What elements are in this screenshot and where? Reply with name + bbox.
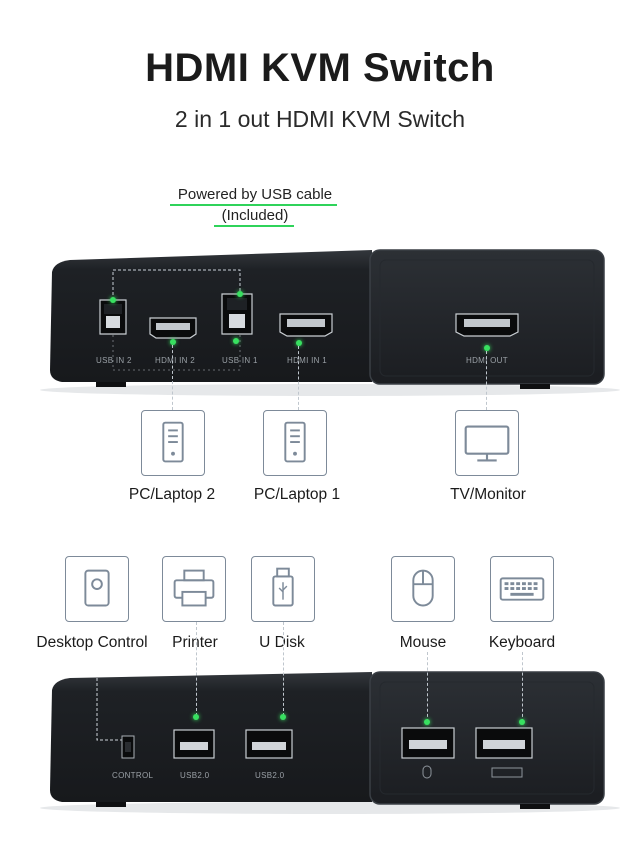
connector-line xyxy=(196,622,198,716)
indicator-dot xyxy=(424,719,430,725)
label-pc-laptop-2: PC/Laptop 2 xyxy=(128,486,216,503)
power-note-underline xyxy=(170,204,337,206)
indicator-dot xyxy=(170,339,176,345)
connector-line xyxy=(283,622,285,716)
label-udisk: U Disk xyxy=(259,634,305,651)
label-printer: Printer xyxy=(172,634,218,651)
label-desktop-control: Desktop Control xyxy=(36,634,148,651)
page-title: HDMI KVM Switch xyxy=(145,46,495,90)
label-keyboard: Keyboard xyxy=(488,634,556,651)
connector-line xyxy=(298,346,300,410)
power-note-underline-2 xyxy=(214,225,294,227)
pc-tower-icon xyxy=(284,421,306,463)
indicator-dot xyxy=(110,297,116,303)
label-pc-laptop-1: PC/Laptop 1 xyxy=(253,486,341,503)
printer-icon xyxy=(173,569,215,607)
desktop-control-icon-box xyxy=(65,556,129,622)
indicator-dot xyxy=(296,340,302,346)
desktop-control-icon xyxy=(84,569,110,607)
pc-laptop-1-icon-box xyxy=(263,410,327,476)
indicator-dot xyxy=(519,719,525,725)
keyboard-icon-box xyxy=(490,556,554,622)
indicator-dot xyxy=(484,345,490,351)
indicator-dot xyxy=(233,338,239,344)
page-subtitle: 2 in 1 out HDMI KVM Switch xyxy=(174,106,466,132)
pc-laptop-2-icon-box xyxy=(141,410,205,476)
connector-line xyxy=(522,652,524,722)
power-note-line2: (Included) xyxy=(221,207,289,224)
monitor-icon xyxy=(464,425,510,462)
port-label-usb-in-2: USB IN 2 xyxy=(96,356,132,365)
pc-tower-icon xyxy=(162,421,184,463)
kvm-device-top xyxy=(40,249,620,396)
label-mouse: Mouse xyxy=(399,634,447,651)
connector-line xyxy=(427,652,429,722)
port-label-hdmi-in-1: HDMI IN 1 xyxy=(287,356,328,365)
printer-icon-box xyxy=(162,556,226,622)
indicator-dot xyxy=(237,291,243,297)
connector-line xyxy=(486,351,488,410)
kvm-device-bottom xyxy=(40,671,620,814)
keyboard-icon xyxy=(499,577,545,601)
mouse-icon-box xyxy=(391,556,455,622)
label-tv-monitor: TV/Monitor xyxy=(450,486,526,503)
mouse-icon xyxy=(412,569,434,607)
usb-disk-icon xyxy=(272,567,294,607)
indicator-dot xyxy=(280,714,286,720)
connector-line xyxy=(172,345,174,410)
indicator-dot xyxy=(193,714,199,720)
port-label-control: CONTROL xyxy=(112,771,154,780)
tv-monitor-icon-box xyxy=(455,410,519,476)
power-note-line1: Powered by USB cable xyxy=(177,186,333,203)
port-label-usb2-b: USB2.0 xyxy=(255,771,285,780)
port-label-hdmi-in-2: HDMI IN 2 xyxy=(155,356,196,365)
port-label-usb-in-1: USB IN 1 xyxy=(222,356,258,365)
port-label-usb2-a: USB2.0 xyxy=(180,771,210,780)
udisk-icon-box xyxy=(251,556,315,622)
